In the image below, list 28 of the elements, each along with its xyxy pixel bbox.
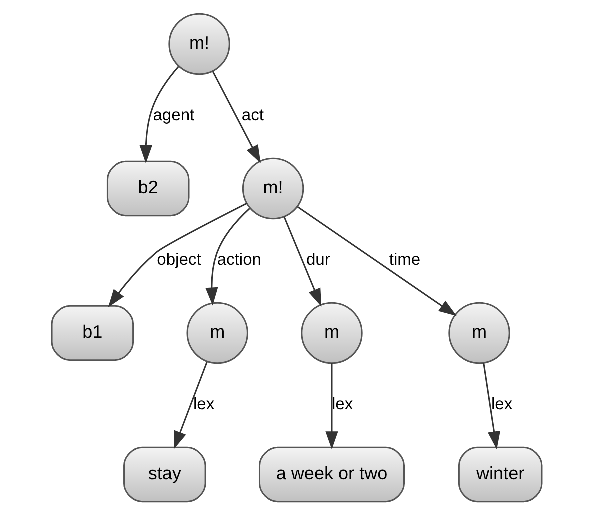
node-box: b1 (51, 305, 134, 362)
arrow (284, 216, 322, 307)
edge-label: time (389, 250, 421, 270)
arrow (206, 208, 250, 306)
edge-label: lex (332, 394, 354, 414)
edge-label: act (242, 106, 264, 125)
arrow (108, 202, 248, 308)
node-box: stay (124, 446, 206, 503)
arrow (212, 71, 261, 164)
edge-label: agent (153, 106, 195, 125)
arrow (297, 206, 457, 316)
arrow (326, 363, 338, 450)
node-circle: m! (168, 13, 230, 76)
edge-label: object (157, 250, 202, 270)
node-circle: m (448, 302, 510, 364)
edge-label: dur (306, 250, 330, 270)
node-circle: m! (242, 158, 304, 220)
edge-label: action (217, 250, 262, 270)
arrow (174, 362, 208, 450)
node-circle: m (301, 302, 363, 364)
edge-label: lex (193, 394, 215, 414)
node-box: b2 (106, 160, 190, 217)
arrow (483, 363, 501, 450)
arrow (140, 66, 180, 164)
node-circle: m (186, 302, 248, 364)
node-box: winter (458, 446, 543, 503)
node-box: a week or two (259, 446, 405, 503)
edge-label: lex (492, 394, 513, 414)
